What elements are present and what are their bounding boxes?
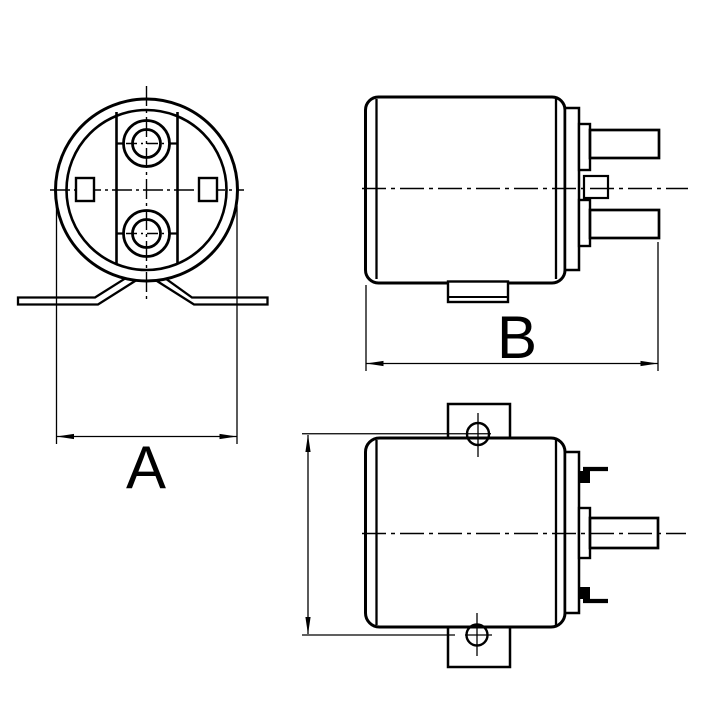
center-key	[582, 174, 610, 200]
dim-b-arrow-right	[640, 360, 658, 367]
side-view: B	[362, 95, 688, 371]
body	[364, 436, 567, 629]
dim-a-arrow-left	[56, 433, 74, 440]
terminal-pin-top	[588, 128, 661, 160]
key-square-left	[74, 176, 96, 203]
dim-v-arrow-bottom	[305, 617, 311, 635]
terminal-edge-base-top	[580, 471, 590, 483]
terminal-edge-base-bottom	[580, 587, 590, 599]
body	[364, 95, 567, 285]
dim-a-label: A	[126, 434, 166, 501]
mounting-tab-top	[446, 402, 512, 440]
dim-b-label: B	[497, 304, 537, 371]
mounting-tab-bottom	[446, 625, 512, 669]
key-square-right	[197, 176, 219, 203]
terminal-pin-bottom	[588, 208, 661, 240]
end-flange	[563, 450, 581, 615]
bottom-view	[302, 402, 686, 669]
bottom-tab	[446, 280, 510, 304]
dim-v-arrow-top	[305, 434, 311, 452]
terminal-base-bottom	[577, 198, 592, 248]
terminal-base-top	[577, 122, 592, 172]
front-view: A	[16, 86, 269, 501]
dim-b-arrow-left	[366, 360, 384, 367]
dim-a-arrow-right	[219, 433, 237, 440]
